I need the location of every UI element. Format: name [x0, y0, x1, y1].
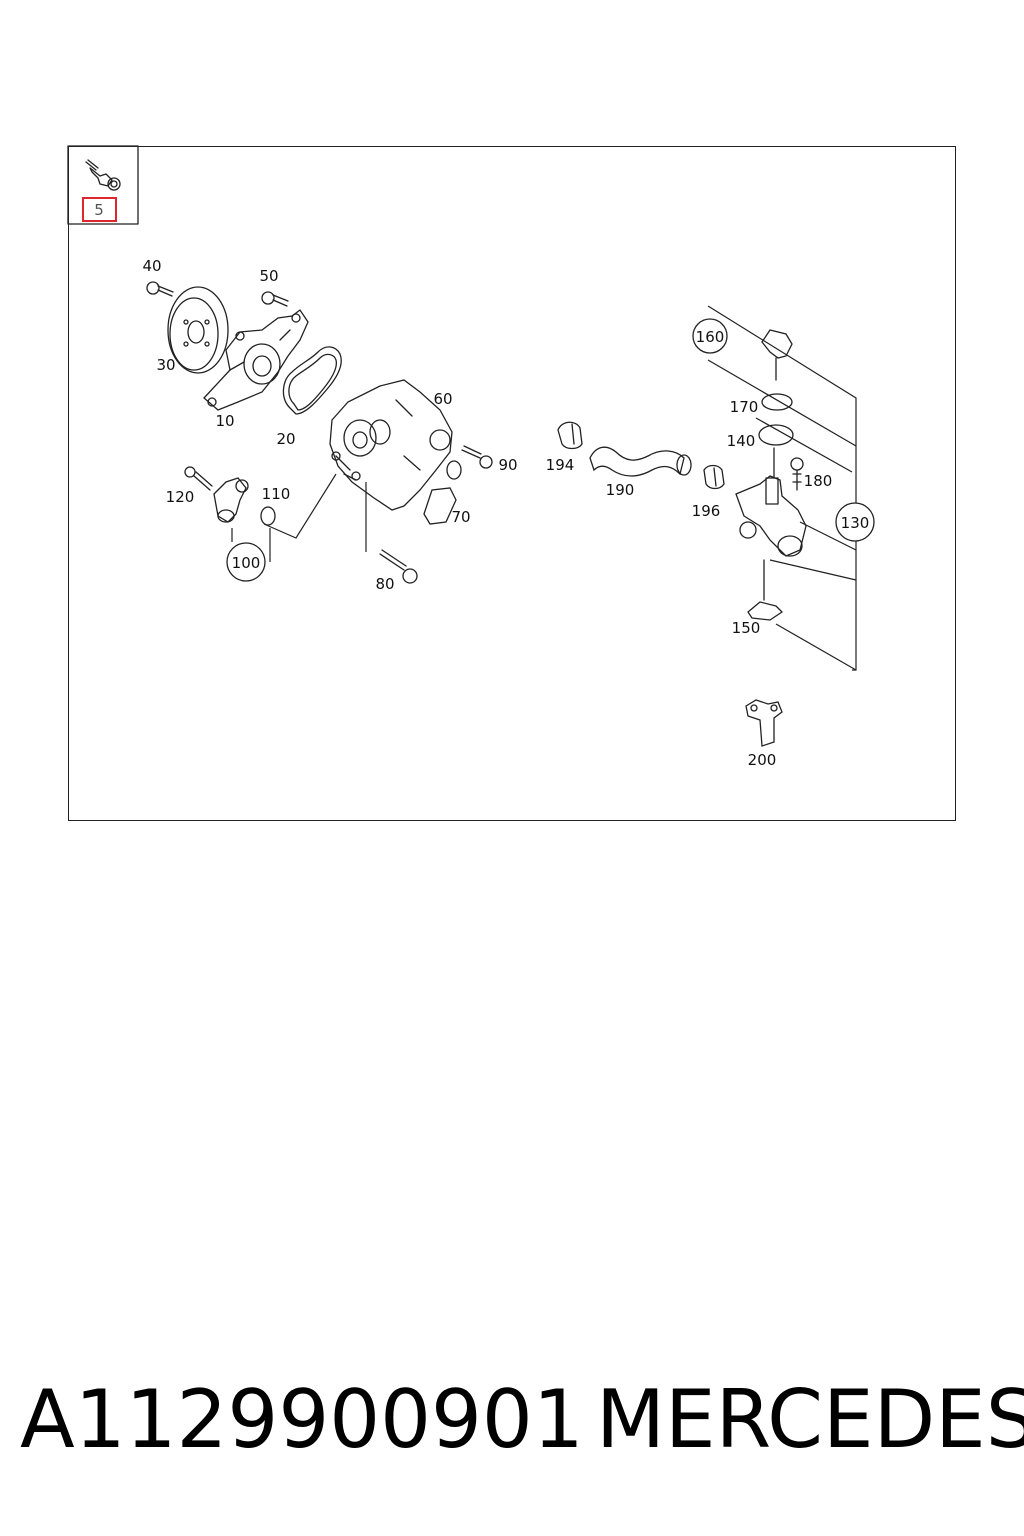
bolt-thumbnail-icon: [85, 159, 121, 191]
callout-160: 160: [696, 328, 725, 346]
connector-part[interactable]: [213, 477, 249, 523]
callout-150[interactable]: 150: [732, 619, 761, 637]
o-ring-110-part[interactable]: [260, 506, 276, 526]
part-number: A1129900901: [20, 1373, 584, 1466]
callout-120[interactable]: 120: [166, 488, 195, 506]
callout-5: 5: [94, 201, 104, 219]
callout-170[interactable]: 170: [730, 398, 759, 416]
thumbnail-box[interactable]: 5: [67, 145, 139, 225]
clamp-196-part[interactable]: [703, 464, 725, 490]
circled-callout-160[interactable]: 160: [692, 318, 728, 354]
callout-200[interactable]: 200: [748, 751, 777, 769]
label-150-part[interactable]: [747, 559, 783, 621]
callout-194[interactable]: 194: [546, 456, 575, 474]
callout-110[interactable]: 110: [262, 485, 291, 503]
bolt-120-part[interactable]: [184, 466, 213, 491]
circled-callout-130[interactable]: 130: [835, 502, 875, 542]
selected-callout-box[interactable]: [82, 197, 117, 222]
seal-140-part[interactable]: [758, 424, 794, 446]
bolt-40-part[interactable]: [146, 281, 174, 297]
callout-80[interactable]: 80: [375, 575, 394, 593]
callout-140[interactable]: 140: [727, 432, 756, 450]
brand-name: MERCEDES: [596, 1373, 1024, 1466]
callout-130: 130: [841, 514, 870, 532]
callout-10[interactable]: 10: [215, 412, 234, 430]
callout-40[interactable]: 40: [142, 257, 161, 275]
housing-part[interactable]: [329, 379, 453, 511]
water-pump-part[interactable]: [203, 309, 309, 411]
parts-diagram-frame: [68, 146, 956, 821]
bracket-part[interactable]: [745, 699, 783, 747]
callout-60[interactable]: 60: [433, 390, 452, 408]
bolt-50-part[interactable]: [261, 291, 289, 307]
callout-196[interactable]: 196: [692, 502, 721, 520]
callout-180[interactable]: 180: [804, 472, 833, 490]
screw-180-part[interactable]: [790, 457, 804, 491]
bolt-80-part[interactable]: [379, 549, 418, 584]
callout-30[interactable]: 30: [156, 356, 175, 374]
callout-50[interactable]: 50: [259, 267, 278, 285]
gasket-part[interactable]: [282, 346, 342, 415]
callout-100: 100: [232, 554, 261, 572]
plug-part[interactable]: [423, 460, 462, 525]
circled-callout-100[interactable]: 100: [226, 542, 266, 582]
callout-70[interactable]: 70: [451, 508, 470, 526]
hose-part[interactable]: [589, 446, 692, 477]
clamp-194-part[interactable]: [557, 421, 583, 450]
sensor-part[interactable]: [761, 329, 793, 381]
bolt-90-part[interactable]: [461, 445, 493, 469]
callout-20[interactable]: 20: [276, 430, 295, 448]
pulley-part[interactable]: [167, 286, 229, 374]
caption: A1129900901 MERCEDES: [0, 1370, 1024, 1470]
callout-90[interactable]: 90: [498, 456, 517, 474]
seal-170-part[interactable]: [761, 393, 793, 411]
thermostat-housing-part[interactable]: [735, 447, 807, 557]
callout-190[interactable]: 190: [606, 481, 635, 499]
